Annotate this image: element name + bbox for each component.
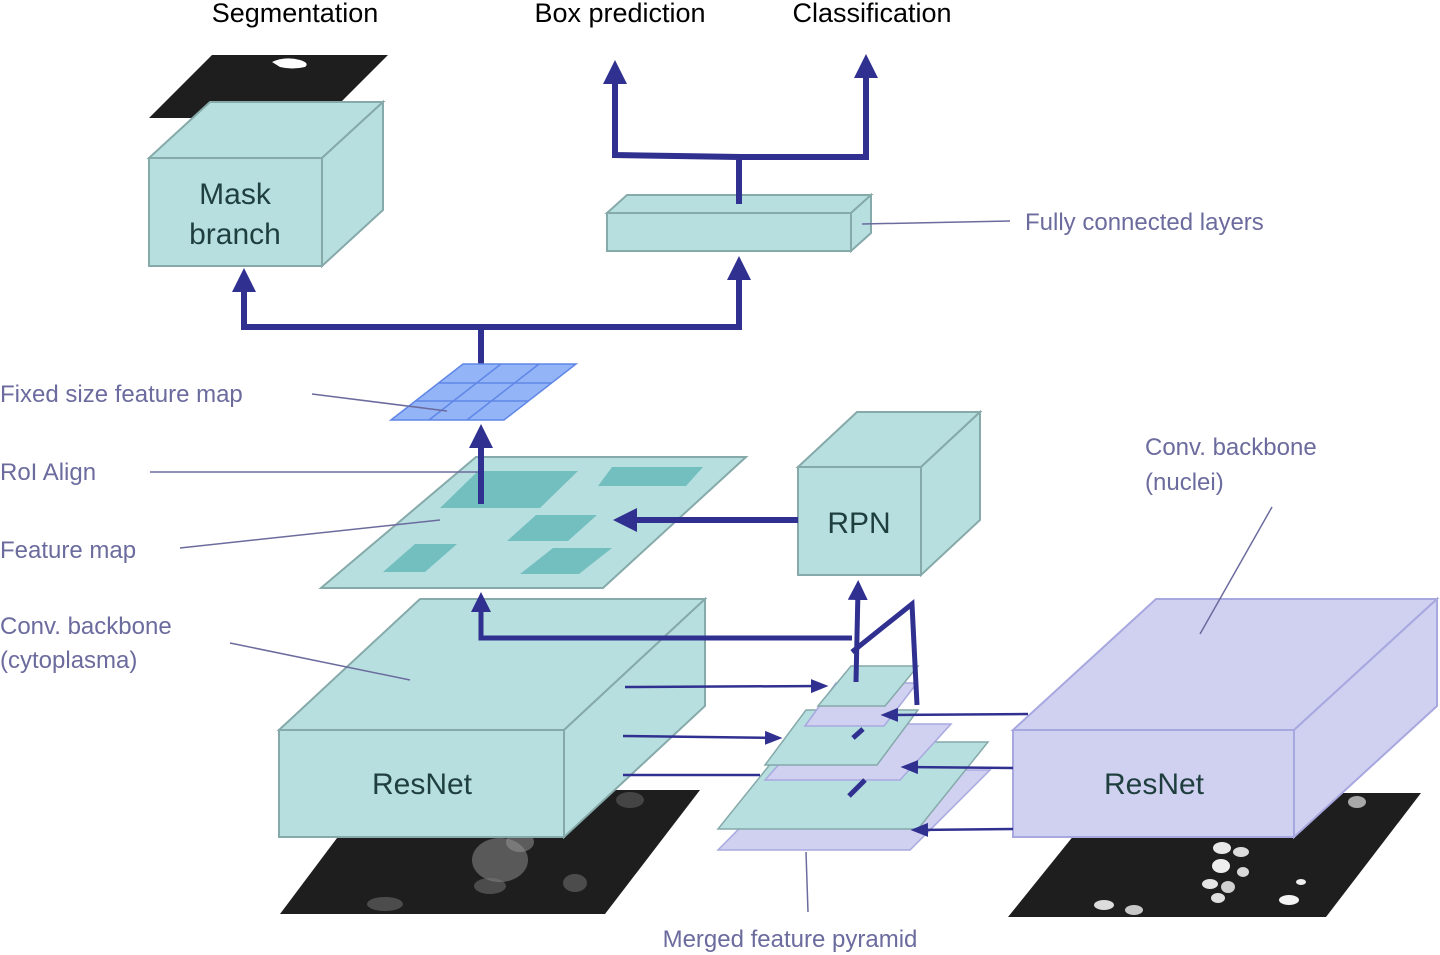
backbone-lateral-arrows bbox=[622, 679, 1029, 837]
resnet-nuclei-block bbox=[1010, 596, 1440, 840]
roi-align-callout: RoI Align bbox=[0, 459, 96, 486]
resnet-cytoplasma-block bbox=[276, 596, 708, 840]
roi-region-2 bbox=[598, 467, 703, 486]
feature-map-callout: Feature map bbox=[0, 537, 136, 564]
merged-pyramid-callout-line bbox=[805, 851, 809, 913]
pyramid-to-rpn-arrows bbox=[471, 580, 920, 798]
rpn-block bbox=[795, 409, 983, 578]
fully-connected-callout: Fully connected layers bbox=[1025, 209, 1264, 236]
backbone-cyto-callout-line bbox=[229, 642, 411, 681]
backbone-nuclei-callout-line bbox=[1199, 506, 1273, 635]
roi-region-1 bbox=[440, 471, 578, 508]
mask-branch-label-line1: Mask bbox=[199, 178, 272, 211]
merged-feature-pyramid bbox=[716, 665, 992, 851]
box-prediction-label: Box prediction bbox=[534, 0, 705, 28]
backbone-cyto-callout-line2: (cytoplasma) bbox=[0, 647, 137, 674]
roi-region-3 bbox=[507, 515, 597, 541]
fixed-size-callout: Fixed size feature map bbox=[0, 381, 243, 408]
classification-label: Classification bbox=[792, 0, 951, 28]
backbone-nuclei-callout-line2: (nuclei) bbox=[1145, 469, 1224, 496]
feature-map-callout-line bbox=[179, 519, 441, 549]
fixed-size-feature-map bbox=[388, 363, 579, 421]
resnet-cytoplasma-label: ResNet bbox=[372, 768, 473, 801]
merged-pyramid-callout: Merged feature pyramid bbox=[663, 926, 918, 953]
mask-branch-block bbox=[146, 99, 386, 269]
roi-region-5 bbox=[520, 548, 612, 574]
backbone-nuclei-callout-line1: Conv. backbone bbox=[1145, 434, 1317, 461]
mask-branch-label-line2: branch bbox=[189, 218, 281, 251]
backbone-cyto-callout-line1: Conv. backbone bbox=[0, 613, 172, 640]
feature-map-plane bbox=[318, 456, 749, 589]
rpn-label: RPN bbox=[827, 507, 890, 540]
head-arrows bbox=[232, 54, 878, 382]
fixed-size-callout-line bbox=[311, 393, 448, 412]
segmentation-label: Segmentation bbox=[212, 0, 379, 28]
resnet-nuclei-label: ResNet bbox=[1104, 768, 1205, 801]
roi-region-4 bbox=[383, 544, 457, 572]
fully-connected-callout-line bbox=[861, 220, 1011, 225]
